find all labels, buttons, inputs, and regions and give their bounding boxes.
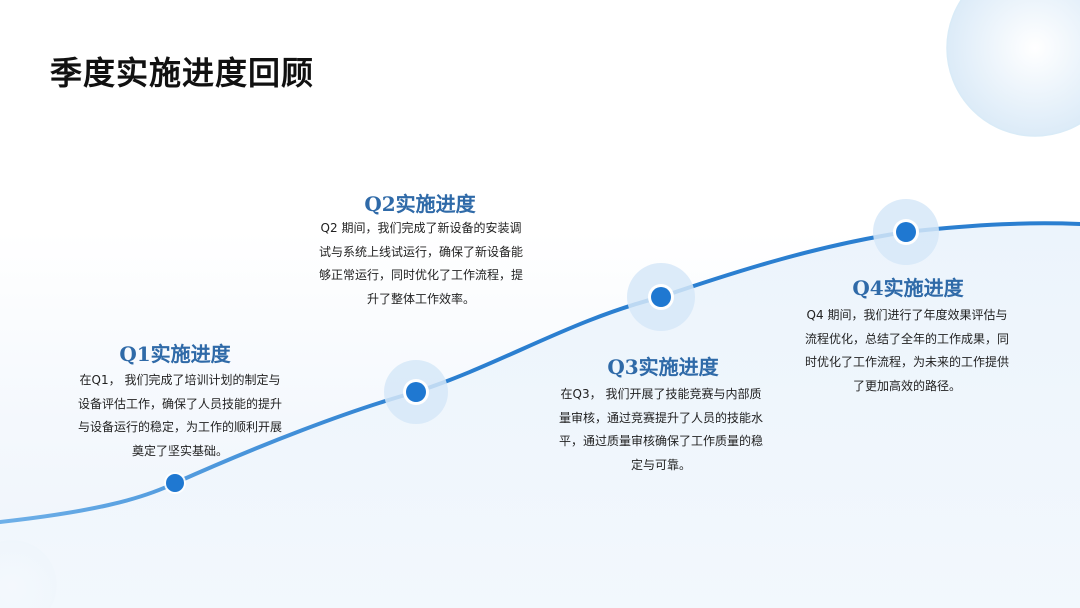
- corner-bubble-top-right: [946, 0, 1080, 137]
- q1-body: 在Q1， 我们完成了培训计划的制定与设备评估工作，确保了人员技能的提升与设备运行…: [77, 373, 282, 458]
- q4-heading: Q4实施进度: [852, 276, 964, 300]
- q3-heading: Q3实施进度: [607, 355, 719, 379]
- q2-heading: Q2实施进度: [364, 192, 476, 216]
- timeline-node-q2: [384, 360, 448, 424]
- q2-body: Q2 期间，我们完成了新设备的安装调试与系统上线试运行，确保了新设备能够正常运行…: [318, 221, 523, 306]
- q1-heading: Q1实施进度: [119, 342, 231, 366]
- q3-body: 在Q3， 我们开展了技能竞赛与内部质量审核，通过竞赛提升了人员的技能水平，通过质…: [558, 387, 763, 472]
- timeline-node-q1: [164, 472, 186, 494]
- timeline-node-q3: [627, 263, 695, 331]
- page-title: 季度实施进度回顾: [50, 54, 315, 92]
- q4-body: Q4 期间，我们进行了年度效果评估与流程优化，总结了全年的工作成果，同时优化了工…: [804, 308, 1009, 393]
- timeline-node-q4: [873, 199, 939, 265]
- progress-area: [0, 223, 1080, 608]
